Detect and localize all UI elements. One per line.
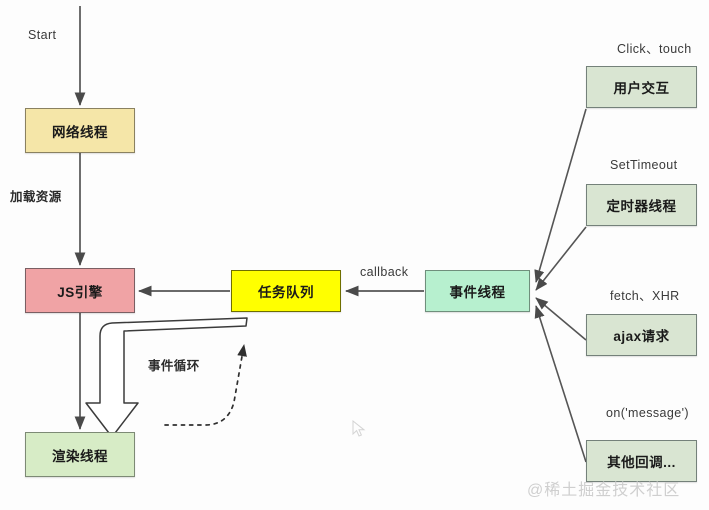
label-load-resource: 加载资源 [10,190,62,204]
label-on-message: on('message') [606,406,689,420]
node-js-engine[interactable]: JS引擎 [25,268,135,313]
node-js-engine-label: JS引擎 [57,284,103,300]
label-event-loop: 事件循环 [148,359,200,373]
watermark: @稀土掘金技术社区 [527,482,681,499]
label-callback: callback [360,265,409,279]
event-loop-block-arrow [85,317,248,438]
node-user-interaction[interactable]: 用户交互 [586,66,697,108]
node-render-thread[interactable]: 渲染线程 [25,432,135,477]
node-task-queue-label: 任务队列 [258,285,314,300]
mouse-cursor-icon [352,420,366,437]
node-render-thread-label: 渲染线程 [52,448,108,464]
node-ajax-request[interactable]: ajax请求 [586,314,697,356]
node-network-thread[interactable]: 网络线程 [25,108,135,153]
node-timer-thread-label: 定时器线程 [606,199,677,214]
edge-timer-to-eventthread [535,226,587,291]
label-click-touch: Click、touch [617,42,692,56]
label-fetch-xhr: fetch、XHR [610,289,680,303]
node-user-interaction-label: 用户交互 [613,81,670,96]
node-ajax-request-label: ajax请求 [613,329,670,344]
node-task-queue[interactable]: 任务队列 [231,270,341,312]
node-event-thread-label: 事件线程 [449,285,506,300]
edge-ajax-to-eventthread [535,297,587,341]
edge-othercallback-to-eventthread [534,305,587,463]
label-settimeout: SetTimeout [610,158,678,172]
edge-userinteraction-to-eventthread [534,108,587,283]
node-other-callbacks[interactable]: 其他回调... [586,440,697,482]
event-loop-dashed-arrow [164,343,247,426]
node-timer-thread[interactable]: 定时器线程 [586,184,697,226]
node-event-thread[interactable]: 事件线程 [425,270,530,312]
label-start: Start [28,28,57,42]
node-network-thread-label: 网络线程 [52,124,108,140]
node-other-callbacks-label: 其他回调... [607,455,676,470]
